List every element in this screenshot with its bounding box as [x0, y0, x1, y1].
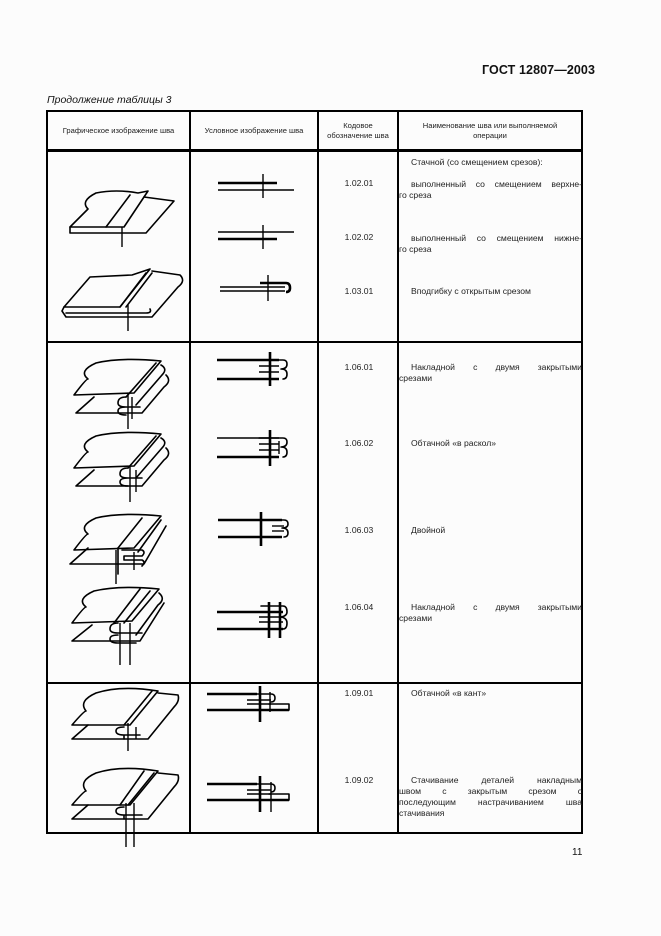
seam-symbol-1-03-01: [220, 275, 292, 301]
standard-code: ГОСТ 12807—2003: [482, 63, 596, 77]
header-divider: [48, 149, 581, 152]
seam-name: Накладной с двумя закрытыми: [411, 362, 582, 372]
seam-symbol-1-06-01: [217, 352, 288, 386]
seam-name: Обтачной «в раскол»: [411, 438, 497, 448]
seam-symbol-1-06-03: [218, 512, 289, 546]
seam-name-cont: го среза: [399, 244, 432, 254]
seam-name: Стачивание деталей накладным: [411, 775, 582, 785]
column-header-name: Наименование шва или выполняемой операци…: [422, 121, 558, 140]
seam-symbol-1-06-04: [217, 602, 288, 638]
seam-drawing-1-06-01: [73, 358, 170, 429]
section-divider: [48, 682, 581, 684]
group-title: Стачной (со смещением срезов):: [411, 157, 543, 167]
seam-name-cont: стачивания: [399, 808, 445, 818]
seam-drawing-1-06-03: [69, 513, 167, 584]
seam-symbol-1-09-02: [207, 776, 290, 812]
page-number: 11: [572, 847, 583, 858]
seam-drawing-1-06-02: [73, 431, 170, 502]
seam-code: 1.06.02: [344, 438, 374, 448]
seam-symbol-1-06-02: [217, 430, 288, 466]
seam-code: 1.06.03: [344, 525, 374, 535]
column-header-symbol: Условное изображение шва: [204, 126, 304, 135]
seam-name: Вподгибку с открытым срезом: [411, 286, 531, 296]
seam-name-cont: срезами: [399, 373, 433, 383]
seam-name: Накладной с двумя закрытыми: [411, 602, 582, 612]
seam-name-cont: срезами: [399, 613, 433, 623]
table-caption: Продолжение таблицы 3: [47, 94, 172, 106]
seam-symbol-1-09-01: [207, 686, 290, 722]
seam-name-cont: швом с закрытым срезом с: [399, 786, 582, 796]
seam-symbol-1-02-02: [218, 225, 294, 249]
seam-table: Графическое изображение шва Условное изо…: [46, 110, 583, 847]
seam-code: 1.06.01: [344, 362, 374, 372]
seam-code: 1.09.01: [344, 688, 374, 698]
seam-symbol-1-02-01: [218, 174, 294, 198]
column-divider: [189, 112, 191, 832]
seam-name-cont: последующим настрачиванием шва: [399, 797, 582, 807]
seam-name: выполненный со смещением верхне-: [411, 179, 582, 189]
seam-name: выполненный со смещением нижне-: [411, 233, 582, 243]
column-divider: [397, 112, 399, 832]
seam-code: 1.09.02: [344, 775, 374, 785]
seam-name-cont: го среза: [399, 190, 432, 200]
column-divider: [317, 112, 319, 832]
column-header-code: Кодовое обозначение шва: [327, 121, 389, 140]
seam-code: 1.02.02: [344, 232, 374, 242]
seam-code: 1.02.01: [344, 178, 374, 188]
seam-drawing-1-09-01: [71, 687, 180, 751]
seam-drawing-1-02: [69, 190, 175, 247]
seam-drawing-1-06-04: [71, 586, 165, 665]
seam-name: Двойной: [411, 525, 446, 535]
section-divider: [48, 341, 581, 343]
seam-drawing-1-03-01: [61, 268, 184, 331]
seam-code: 1.06.04: [344, 602, 374, 612]
seam-code: 1.03.01: [344, 286, 374, 296]
seam-name: Обтачной «в кант»: [411, 688, 487, 698]
seam-drawing-1-09-02: [71, 767, 180, 847]
column-header-graphic: Графическое изображение шва: [62, 126, 175, 135]
